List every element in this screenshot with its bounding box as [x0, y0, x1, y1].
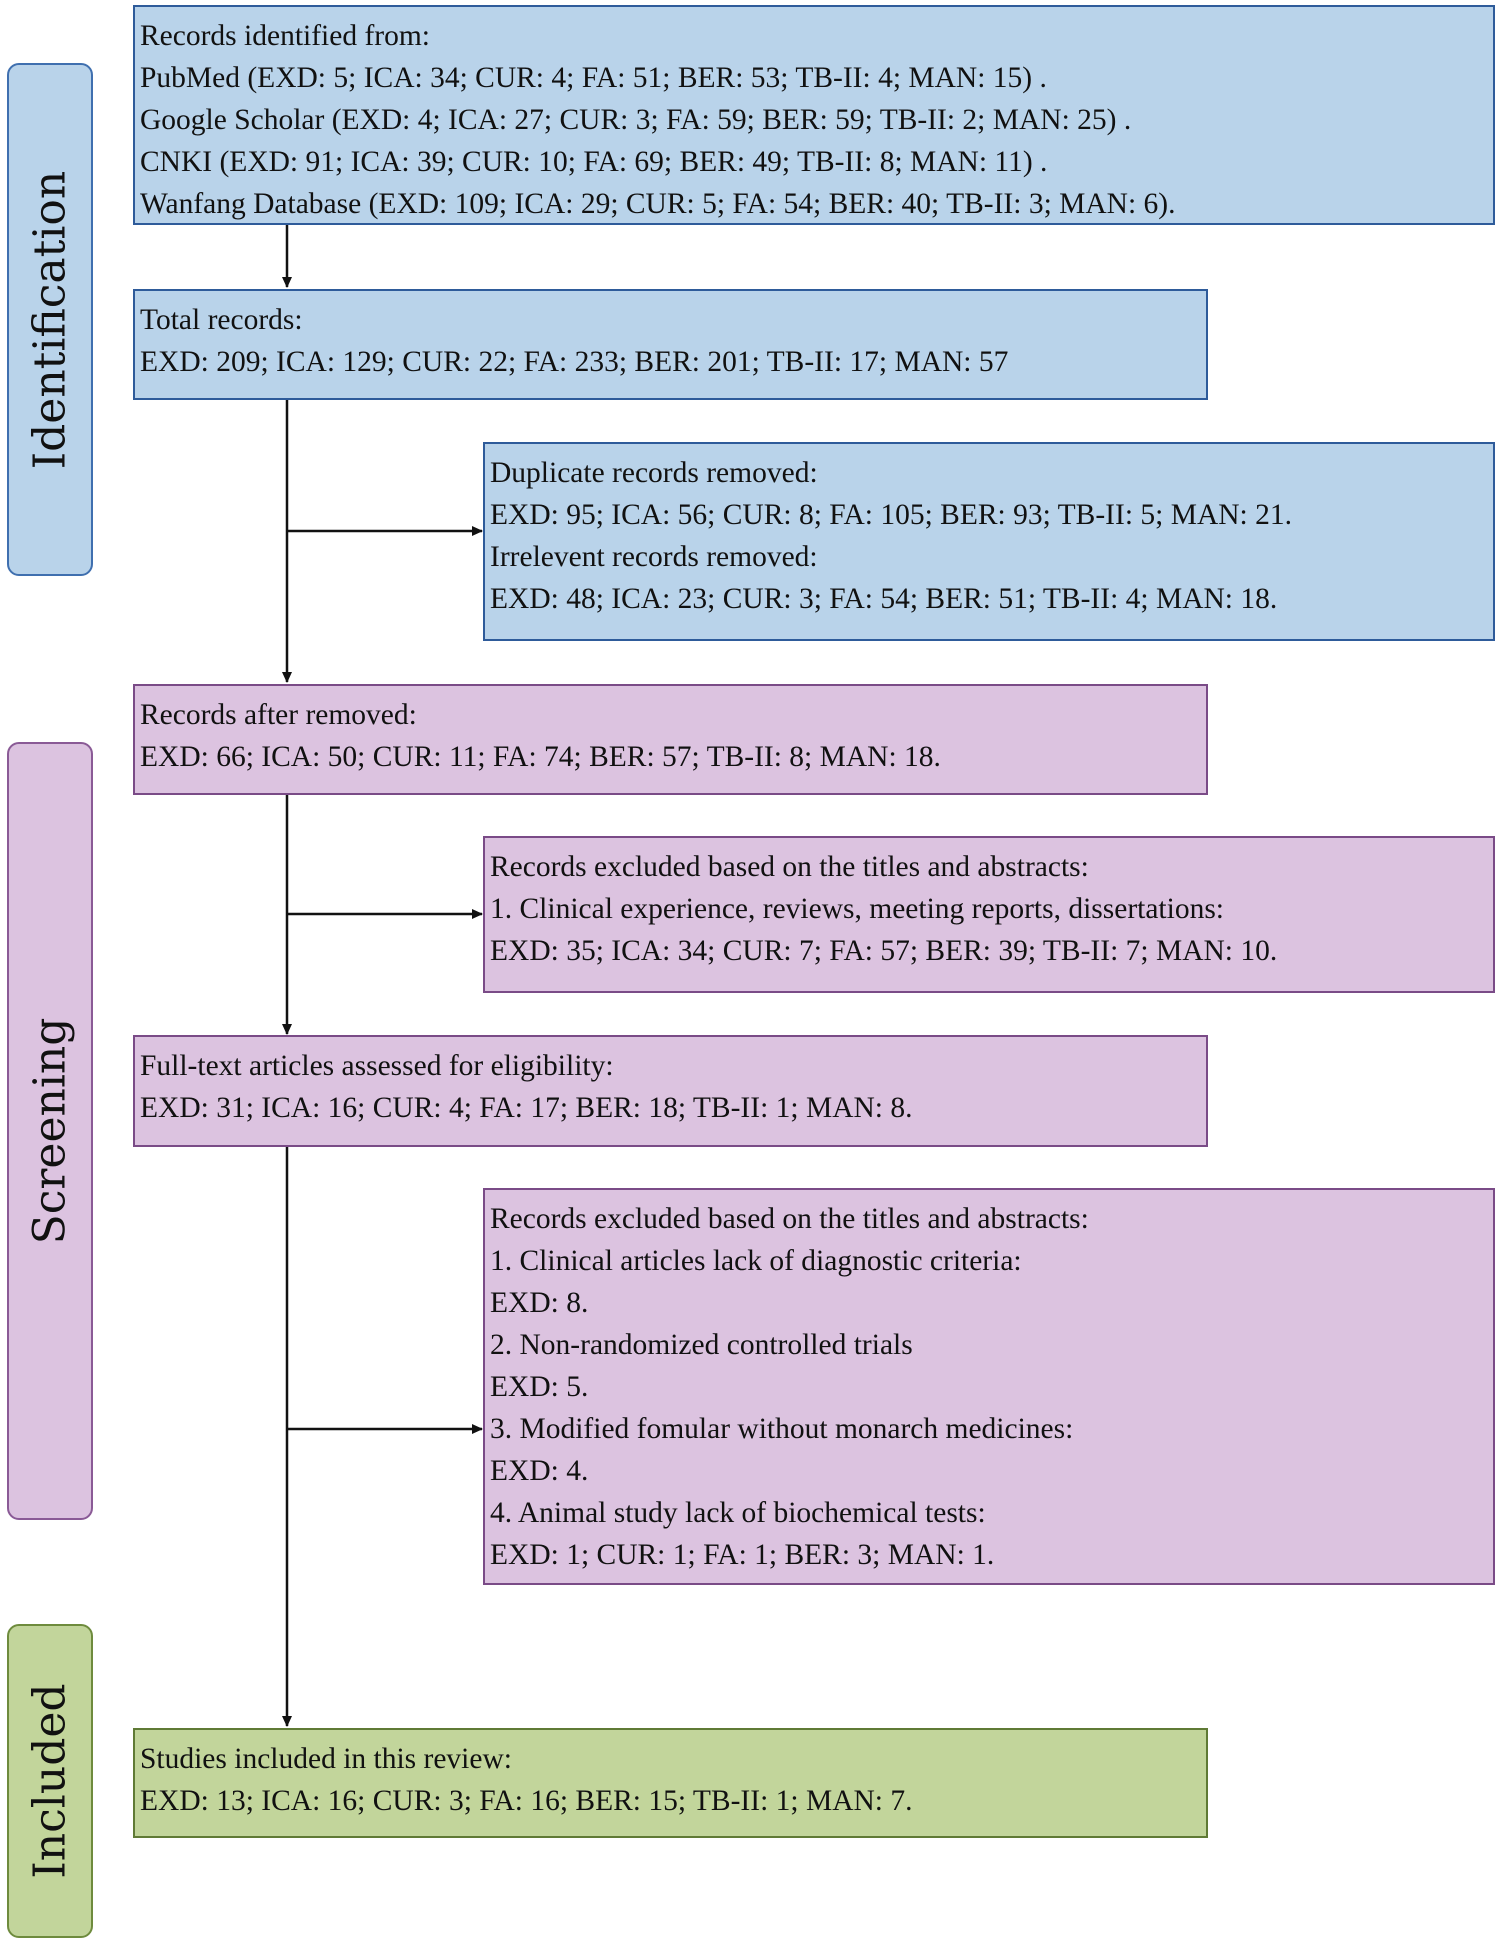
- box-text-line: EXD: 48; ICA: 23; CUR: 3; FA: 54; BER: 5…: [490, 583, 1278, 615]
- box-text-line: EXD: 13; ICA: 16; CUR: 3; FA: 16; BER: 1…: [140, 1785, 913, 1817]
- box-text-line: Studies included in this review:: [140, 1743, 512, 1775]
- studies-included-box: Studies included in this review: EXD: 13;…: [133, 1728, 1208, 1838]
- records-excluded-fulltext-box: Records excluded based on the titles and…: [483, 1188, 1495, 1585]
- box-text-line: Records after removed:: [140, 699, 417, 731]
- box-text-line: 2. Non-randomized controlled trials: [490, 1329, 913, 1361]
- records-excluded-titles-box: Records excluded based on the titles and…: [483, 836, 1495, 993]
- stage-identification: Identification: [7, 63, 93, 576]
- box-text-line: Full-text articles assessed for eligibil…: [140, 1050, 614, 1082]
- box-text-line: Records excluded based on the titles and…: [490, 851, 1089, 883]
- box-text-line: EXD: 95; ICA: 56; CUR: 8; FA: 105; BER: …: [490, 499, 1293, 531]
- box-text-line: Irrelevent records removed:: [490, 541, 818, 573]
- box-text-line: 1. Clinical articles lack of diagnostic …: [490, 1245, 1022, 1277]
- records-after-removed-box: Records after removed: EXD: 66; ICA: 50; …: [133, 684, 1208, 795]
- box-text-line: EXD: 35; ICA: 34; CUR: 7; FA: 57; BER: 3…: [490, 935, 1278, 967]
- box-text-line: Total records:: [140, 304, 303, 336]
- records-removed-box: Duplicate records removed: EXD: 95; ICA: …: [483, 442, 1495, 641]
- total-records-box: Total records: EXD: 209; ICA: 129; CUR: 2…: [133, 289, 1208, 400]
- box-text-line: Duplicate records removed:: [490, 457, 818, 489]
- box-text-line: EXD: 4.: [490, 1455, 589, 1487]
- box-text-line: EXD: 31; ICA: 16; CUR: 4; FA: 17; BER: 1…: [140, 1092, 913, 1124]
- box-text-line: 4. Animal study lack of biochemical test…: [490, 1497, 986, 1529]
- box-text-line: EXD: 8.: [490, 1287, 589, 1319]
- box-text-line: 3. Modified fomular without monarch medi…: [490, 1413, 1074, 1445]
- stage-included: Included: [7, 1624, 93, 1938]
- stage-screening: Screening: [7, 742, 93, 1520]
- box-text-line: Records identified from:: [140, 20, 431, 52]
- box-text-line: Records excluded based on the titles and…: [490, 1203, 1089, 1235]
- fulltext-assessed-box: Full-text articles assessed for eligibil…: [133, 1035, 1208, 1147]
- box-text-line: PubMed (EXD: 5; ICA: 34; CUR: 4; FA: 51;…: [140, 62, 1047, 94]
- box-text-line: EXD: 209; ICA: 129; CUR: 22; FA: 233; BE…: [140, 346, 1009, 378]
- box-text-line: EXD: 1; CUR: 1; FA: 1; BER: 3; MAN: 1.: [490, 1539, 995, 1571]
- records-identified-box: Records identified from: PubMed (EXD: 5; …: [133, 5, 1495, 225]
- box-text-line: EXD: 5.: [490, 1371, 589, 1403]
- box-text-line: EXD: 66; ICA: 50; CUR: 11; FA: 74; BER: …: [140, 741, 941, 773]
- box-text-line: Google Scholar (EXD: 4; ICA: 27; CUR: 3;…: [140, 104, 1132, 136]
- box-text-line: 1. Clinical experience, reviews, meeting…: [490, 893, 1224, 925]
- box-text-line: CNKI (EXD: 91; ICA: 39; CUR: 10; FA: 69;…: [140, 146, 1048, 178]
- box-text-line: Wanfang Database (EXD: 109; ICA: 29; CUR…: [140, 188, 1176, 220]
